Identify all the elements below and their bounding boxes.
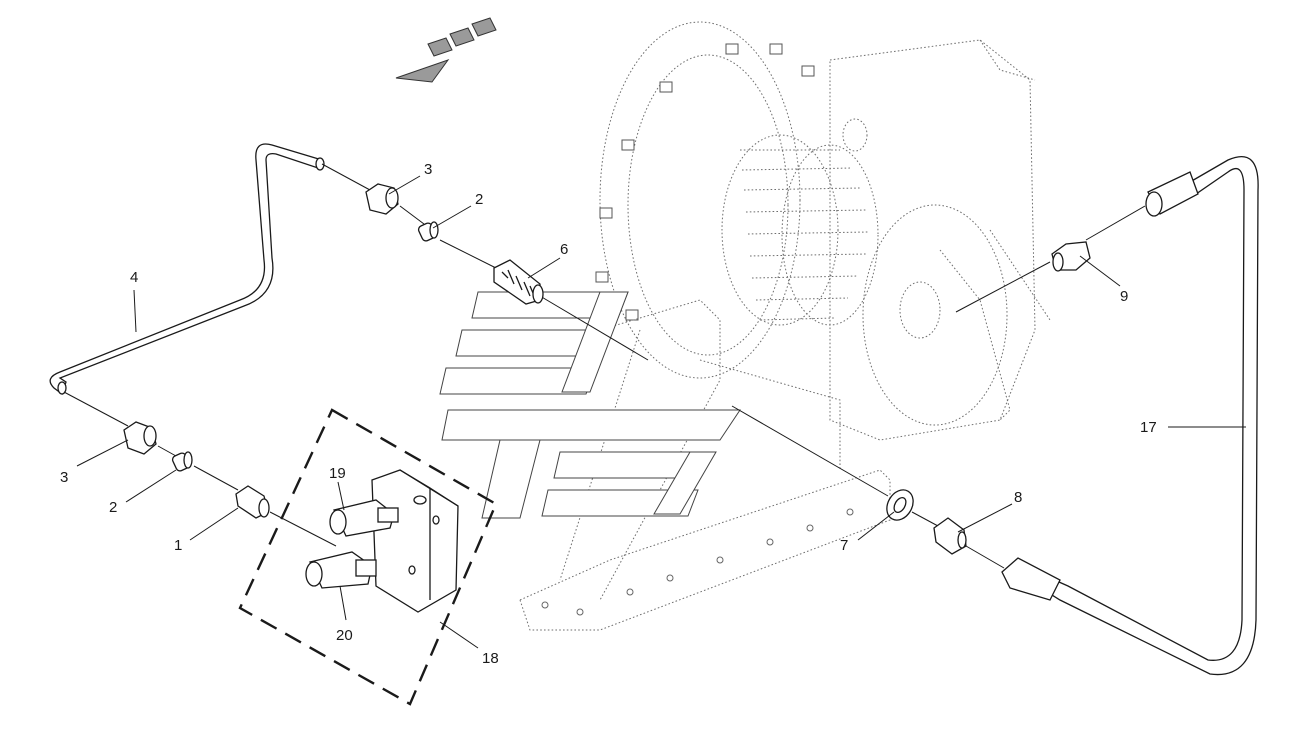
- callout-9: 9: [1120, 288, 1128, 305]
- nut-3-lower: [123, 421, 157, 455]
- callout-17: 17: [1140, 419, 1157, 436]
- ring-2-lower: [171, 451, 193, 472]
- callout-6: 6: [560, 241, 568, 258]
- callout-4: 4: [130, 269, 138, 286]
- callout-2-upper: 2: [475, 191, 483, 208]
- callout-20: 20: [336, 627, 353, 644]
- pipe-4: [49, 143, 325, 396]
- fitting-6: [493, 259, 544, 305]
- direction-arrow-icon: [395, 17, 497, 83]
- callout-7: 7: [840, 537, 848, 554]
- valve-block-18: [238, 408, 498, 706]
- fitting-1: [235, 485, 270, 519]
- callout-3-upper: 3: [424, 161, 432, 178]
- callout-8: 8: [1014, 489, 1022, 506]
- hose-17: [1001, 155, 1259, 676]
- nut-3-upper: [365, 183, 399, 215]
- winch-assembly: [519, 21, 1051, 631]
- brand-watermark-logo: [439, 291, 741, 519]
- nut-7: [886, 489, 914, 521]
- fitting-8: [933, 517, 967, 555]
- callout-leaders: [76, 175, 1246, 649]
- callout-1: 1: [174, 537, 182, 554]
- callout-3-lower: 3: [60, 469, 68, 486]
- callout-2-lower: 2: [109, 499, 117, 516]
- callout-labels: 3 2 6 4 3 2 1 19 20 18 7 8 9 17: [60, 161, 1157, 667]
- callout-19: 19: [329, 465, 346, 482]
- callout-18: 18: [482, 650, 499, 667]
- fitting-9: [1051, 241, 1091, 272]
- ring-2-upper: [417, 221, 439, 242]
